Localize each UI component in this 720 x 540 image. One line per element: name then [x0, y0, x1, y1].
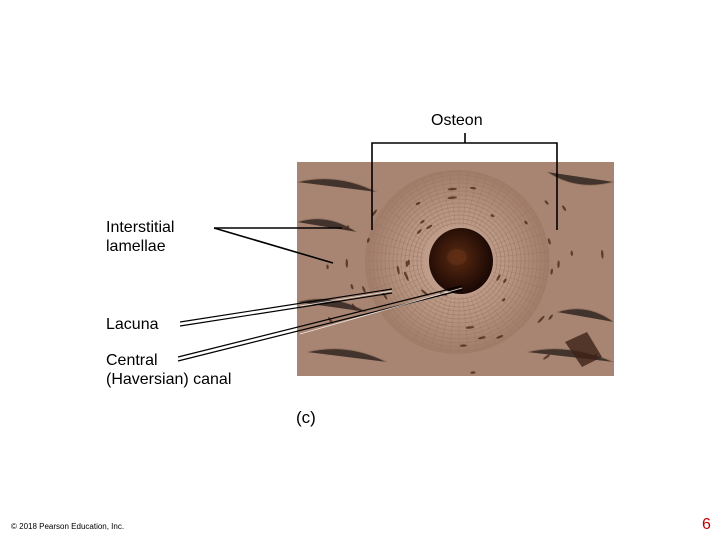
interstitial-lamellae-label: Interstitial lamellae: [106, 218, 174, 256]
central-canal-line-2: (Haversian) canal: [106, 371, 232, 388]
bone-micrograph: [297, 162, 614, 376]
panel-label: (c): [296, 408, 316, 427]
page-number: 6: [702, 516, 711, 533]
central-canal-label: Central (Haversian) canal: [106, 351, 231, 389]
osteon-label: Osteon: [431, 112, 483, 129]
central-canal-line-1: Central: [106, 352, 158, 369]
interstitial-line-1: Interstitial: [106, 219, 175, 236]
lacuna-label: Lacuna: [106, 316, 159, 333]
copyright-text: © 2018 Pearson Education, Inc.: [11, 522, 125, 531]
interstitial-line-2: lamellae: [106, 238, 166, 255]
